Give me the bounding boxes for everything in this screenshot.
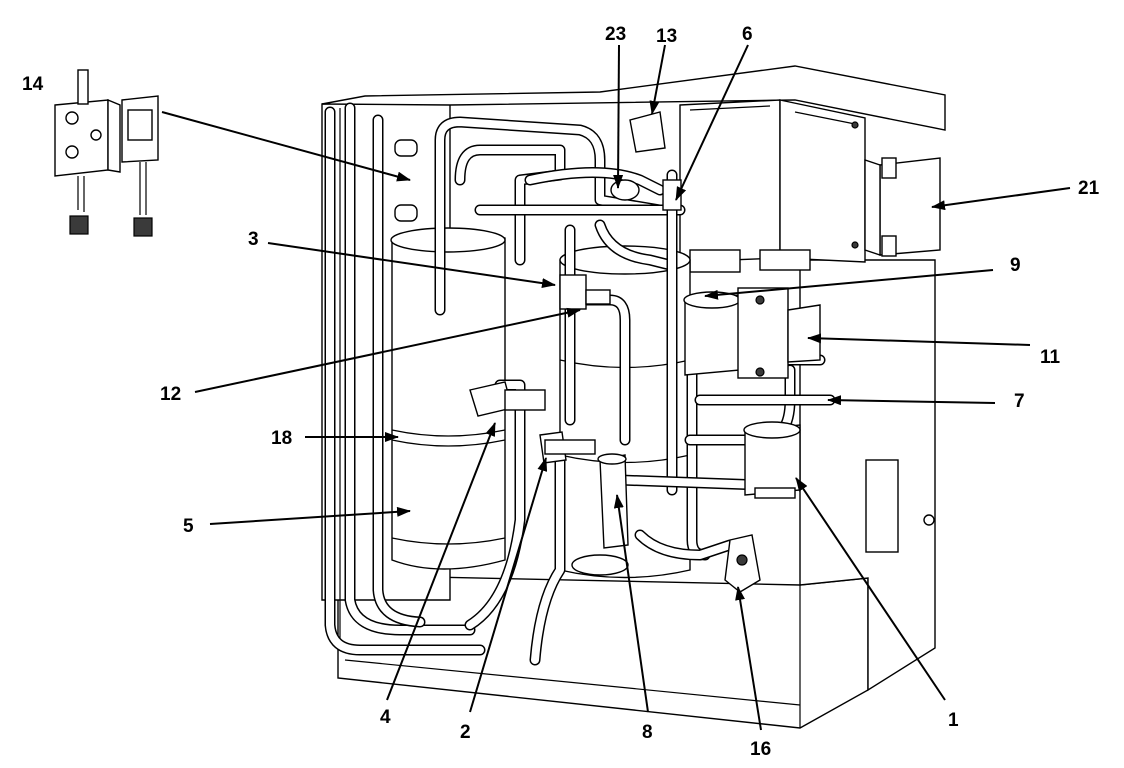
- callout-18: 18: [271, 428, 292, 449]
- electrical-box: [679, 99, 866, 273]
- callout-2: 2: [460, 722, 471, 743]
- leader-4: [386, 422, 496, 701]
- leader-12: [194, 307, 581, 393]
- part-21-bracket: [864, 157, 941, 257]
- leader-3: [267, 242, 556, 289]
- leader-lines: [161, 44, 1071, 731]
- callout-13: 13: [656, 26, 677, 47]
- components: [394, 111, 821, 593]
- callout-1: 1: [948, 710, 959, 731]
- leader-1: [795, 477, 946, 701]
- callout-21: 21: [1078, 178, 1100, 199]
- leader-5: [209, 506, 411, 525]
- part-14-inset: [54, 69, 159, 237]
- receiver-tank: [390, 227, 506, 570]
- callout-11: 11: [1040, 347, 1061, 368]
- side-cutout: [865, 459, 899, 553]
- leader-11: [807, 333, 1031, 346]
- leader-7: [827, 395, 996, 406]
- leader-14: [161, 111, 411, 182]
- callout-16: 16: [750, 739, 771, 760]
- callout-4: 4: [380, 707, 391, 728]
- callout-9: 9: [1010, 255, 1021, 276]
- leader-2: [469, 457, 548, 713]
- callout-12: 12: [160, 384, 181, 405]
- callout-3: 3: [248, 229, 259, 250]
- callout-6: 6: [742, 24, 753, 45]
- callout-23: 23: [605, 24, 626, 45]
- leader-23: [613, 44, 624, 189]
- leader-16: [735, 586, 762, 731]
- leader-9: [704, 269, 994, 300]
- leader-8: [613, 494, 649, 713]
- callout-7: 7: [1014, 391, 1025, 412]
- top-panel: [321, 65, 946, 131]
- leader-21: [931, 187, 1071, 211]
- callout-8: 8: [642, 722, 653, 743]
- callout-14: 14: [22, 74, 44, 95]
- leader-6: [675, 44, 749, 201]
- leader-13: [649, 44, 666, 115]
- callout-5: 5: [183, 516, 194, 537]
- callout-labels: 14 3 12 18 5 4 2 8 16 1 7 11 9 21 6 13 2…: [22, 24, 1100, 760]
